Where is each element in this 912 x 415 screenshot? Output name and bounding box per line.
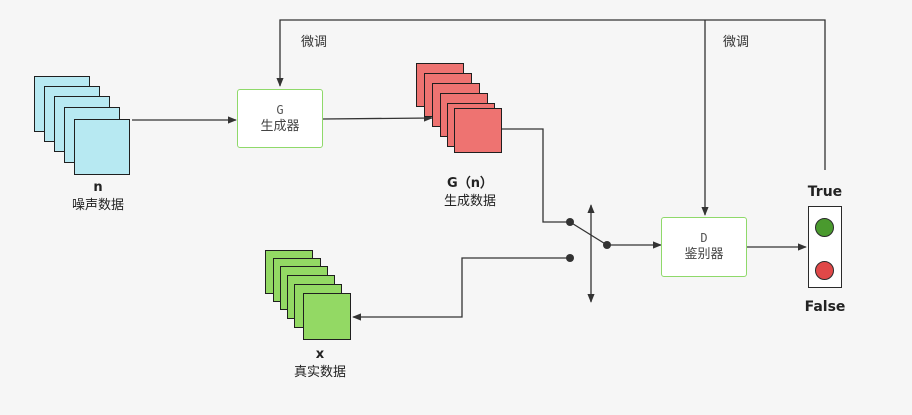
false-lamp-icon [815,261,834,280]
output-signal [808,206,842,288]
discriminator-node[interactable]: D 鉴别器 [661,217,747,277]
real-data-stack [265,250,363,362]
real-symbol: x [315,347,325,362]
feedback-loop-line [276,19,826,170]
noise-label: n 噪声数据 [60,179,136,214]
noise-card [74,119,130,175]
false-label: False [804,299,846,315]
switch-lever [569,221,608,246]
feedback-label-left: 微调 [301,35,328,50]
discriminator-code: D [700,231,708,246]
true-lamp-icon [815,218,834,237]
real-card [303,293,351,340]
generated-label: G（n） 生成数据 [420,175,520,210]
generated-name: 生成数据 [443,193,496,209]
generator-name: 生成器 [260,118,300,134]
generator-code: G [276,102,284,117]
generated-symbol: G（n） [447,176,493,191]
switch-to-real-arrow [352,257,570,321]
noise-name: 噪声数据 [71,197,124,213]
generator-node[interactable]: G 生成器 [237,89,323,148]
noise-data-stack [34,76,132,188]
true-label: True [807,184,843,200]
discriminator-name: 鉴别器 [684,247,724,263]
noise-symbol: n [93,180,103,195]
generated-card [454,108,502,153]
generated-to-switch-line [502,128,569,223]
generator-to-generated-arrow [322,114,433,122]
generated-data-stack [416,63,514,175]
feedback-label-right: 微调 [723,35,750,50]
real-name: 真实数据 [293,364,346,380]
real-label: x 真实数据 [280,346,360,381]
